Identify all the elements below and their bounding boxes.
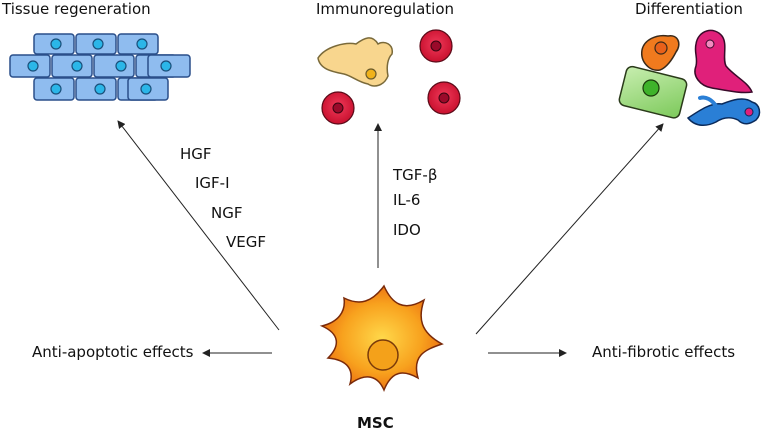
msc-cell-icon — [319, 284, 444, 392]
factor-tgf-beta: TGF-β — [393, 166, 438, 184]
label-differentiation: Differentiation — [635, 0, 743, 18]
immune-cells-icon — [317, 29, 461, 125]
epithelial-tissue-icon — [9, 33, 191, 101]
factor-vegf: VEGF — [226, 233, 266, 251]
factor-il-6: IL-6 — [393, 191, 421, 209]
arrow-to-tissue-regeneration — [117, 120, 280, 331]
factor-hgf: HGF — [180, 145, 212, 163]
factor-ido: IDO — [393, 221, 421, 239]
factor-ngf: NGF — [211, 204, 243, 222]
label-anti-apoptotic-effects: Anti-apoptotic effects — [32, 343, 194, 361]
label-msc: MSC — [357, 414, 394, 432]
label-anti-fibrotic-effects: Anti-fibrotic effects — [592, 343, 736, 361]
differentiated-cells-icon — [618, 29, 761, 126]
label-immunoregulation: Immunoregulation — [316, 0, 455, 18]
arrow-to-differentiation — [475, 123, 664, 335]
label-tissue-regeneration: Tissue regeneration — [2, 0, 151, 18]
factor-igf-i: IGF-I — [195, 174, 230, 192]
